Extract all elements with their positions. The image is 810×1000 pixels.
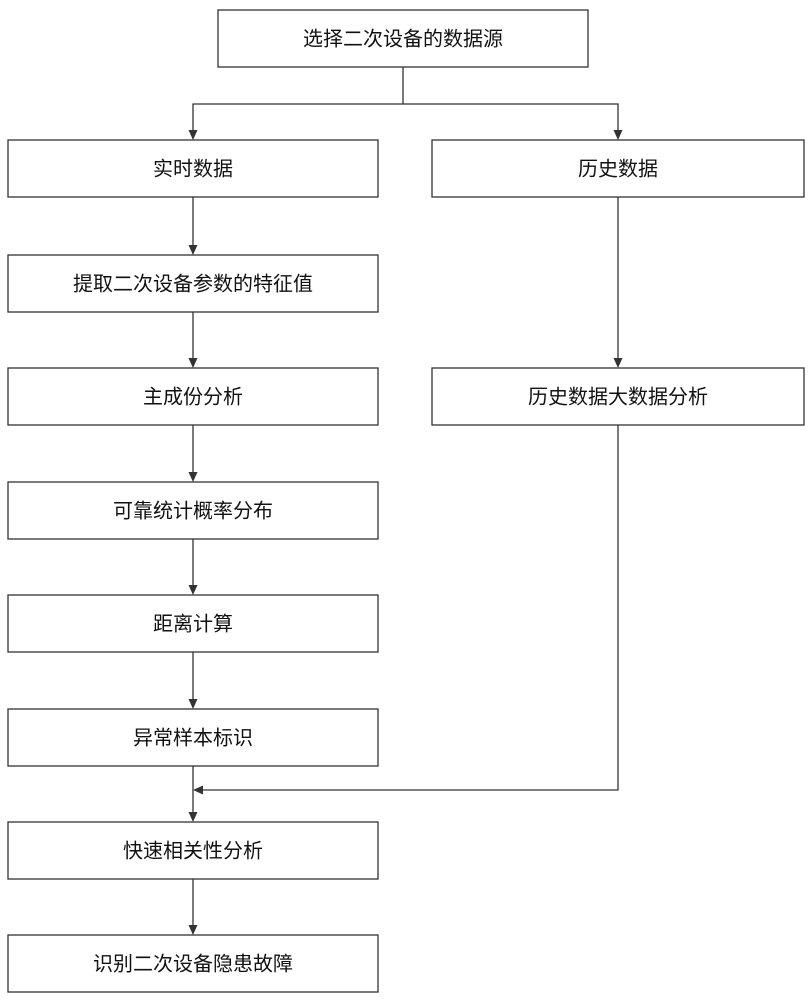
node-pca: 主成份分析 (7, 367, 379, 426)
arrowhead-icon (188, 812, 198, 822)
edge-probability-distribution-to-distance-calc (188, 539, 198, 595)
node-label: 历史数据 (578, 157, 658, 181)
node-label: 可靠统计概率分布 (113, 499, 273, 523)
node-box (7, 934, 379, 993)
node-label: 提取二次设备参数的特征值 (73, 272, 313, 296)
edge-history-bigdata-to-correlation-analysis (193, 425, 619, 795)
edge-select-source-to-history-data (403, 103, 623, 140)
node-history-data: 历史数据 (431, 139, 805, 198)
edges-layer (188, 67, 623, 935)
node-anomaly-marking: 异常样本标识 (7, 708, 379, 767)
edge-realtime-data-to-extract-features (188, 197, 198, 255)
node-label: 主成份分析 (143, 385, 243, 409)
node-box (7, 481, 379, 540)
node-history-bigdata: 历史数据大数据分析 (431, 367, 805, 426)
node-label: 识别二次设备隐患故障 (93, 952, 293, 976)
arrowhead-icon (188, 585, 198, 595)
node-box (431, 139, 805, 198)
edge-pca-to-probability-distribution (188, 425, 198, 482)
node-box (7, 821, 379, 880)
edge-line (403, 103, 619, 132)
node-select-source: 选择二次设备的数据源 (217, 9, 589, 68)
node-label: 距离计算 (153, 612, 233, 636)
arrowhead-icon (188, 925, 198, 935)
node-identify-faults: 识别二次设备隐患故障 (7, 934, 379, 993)
node-box (7, 708, 379, 767)
node-label: 异常样本标识 (133, 726, 253, 750)
arrowhead-icon (188, 245, 198, 255)
arrowhead-icon (613, 130, 623, 140)
node-distance-calc: 距离计算 (7, 594, 379, 653)
node-correlation-analysis: 快速相关性分析 (7, 821, 379, 880)
node-box (7, 367, 379, 426)
edge-extract-features-to-pca (188, 312, 198, 368)
edge-distance-calc-to-anomaly-marking (188, 652, 198, 709)
edge-line (201, 425, 619, 791)
edge-select-source-to-realtime-data (188, 67, 404, 140)
node-box (7, 254, 379, 313)
node-realtime-data: 实时数据 (7, 139, 379, 198)
arrowhead-icon (613, 358, 623, 368)
node-extract-features: 提取二次设备参数的特征值 (7, 254, 379, 313)
arrowhead-icon (193, 785, 203, 795)
node-label: 选择二次设备的数据源 (303, 27, 503, 51)
node-label: 历史数据大数据分析 (528, 385, 708, 409)
node-box (7, 139, 379, 198)
node-label: 快速相关性分析 (123, 839, 263, 863)
arrowhead-icon (188, 358, 198, 368)
arrowhead-icon (188, 130, 198, 140)
edge-line (192, 67, 404, 132)
arrowhead-icon (188, 699, 198, 709)
node-box (7, 594, 379, 653)
edge-correlation-analysis-to-identify-faults (188, 879, 198, 935)
edge-anomaly-marking-to-correlation-analysis (188, 766, 198, 822)
edge-history-data-to-history-bigdata (613, 197, 623, 368)
arrowhead-icon (188, 472, 198, 482)
node-probability-distribution: 可靠统计概率分布 (7, 481, 379, 540)
node-box (217, 9, 589, 68)
node-box (431, 367, 805, 426)
node-label: 实时数据 (153, 157, 233, 181)
